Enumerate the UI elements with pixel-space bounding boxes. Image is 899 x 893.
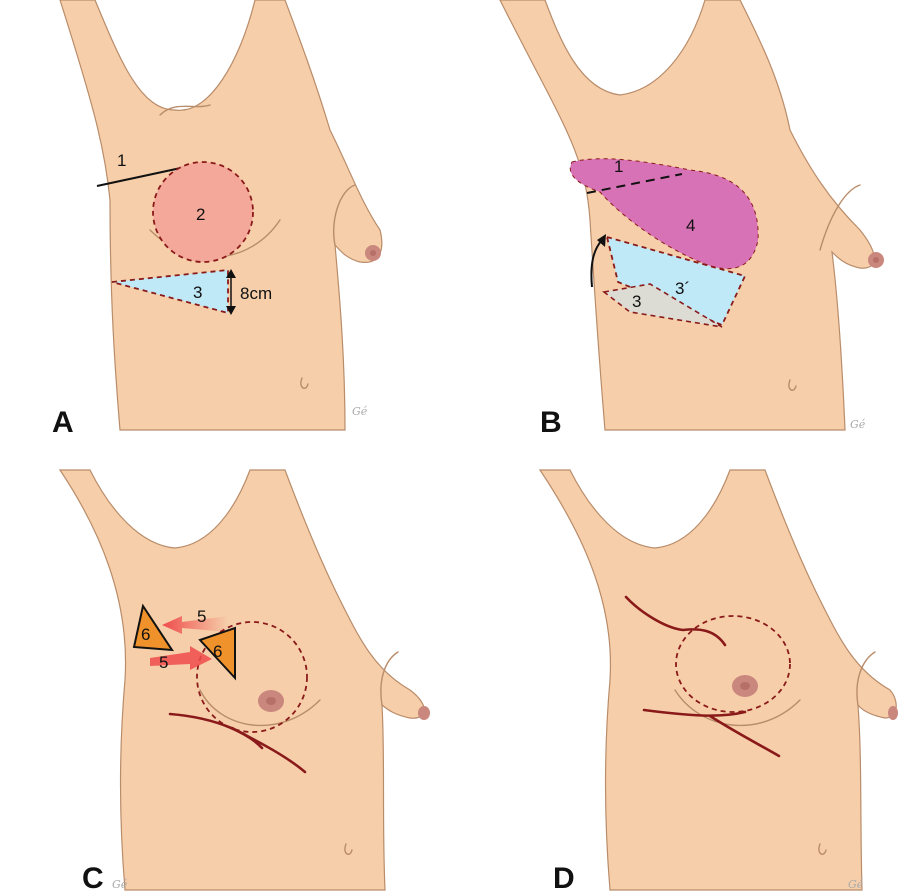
label-1-b: 1: [614, 157, 623, 176]
nipple-d-side: [888, 706, 898, 720]
svg-text:Gé: Gé: [112, 878, 128, 891]
label-1-a: 1: [117, 151, 126, 170]
nipple-c-side: [418, 706, 430, 720]
label-3-b: 3: [632, 292, 641, 311]
label-4: 4: [686, 216, 695, 235]
panel-d: Gé D: [540, 470, 898, 893]
panel-letter-d: D: [553, 862, 575, 893]
svg-text:Gé: Gé: [850, 418, 866, 431]
panel-b: 1 4 3´ 3 Gé B: [500, 0, 884, 439]
torso-c: [60, 470, 424, 890]
measure-label: 8cm: [240, 284, 272, 303]
label-6b: 6: [213, 642, 222, 661]
svg-text:Gé: Gé: [848, 878, 864, 891]
label-3-a: 3: [193, 283, 202, 302]
label-2: 2: [196, 205, 205, 224]
panel-letter-c: C: [82, 862, 104, 893]
label-5a: 5: [197, 607, 206, 626]
svg-text:Gé: Gé: [352, 405, 368, 418]
panel-a: 1 2 3 8cm Gé A: [52, 0, 382, 439]
label-5b: 5: [159, 653, 168, 672]
label-3-prime: 3´: [675, 279, 690, 298]
panel-c: 6 6 5 5 Gé C: [60, 470, 430, 893]
panel-letter-b: B: [540, 406, 562, 439]
label-6a: 6: [141, 625, 150, 644]
panel-letter-a: A: [52, 406, 74, 439]
torso-d: [540, 470, 896, 890]
